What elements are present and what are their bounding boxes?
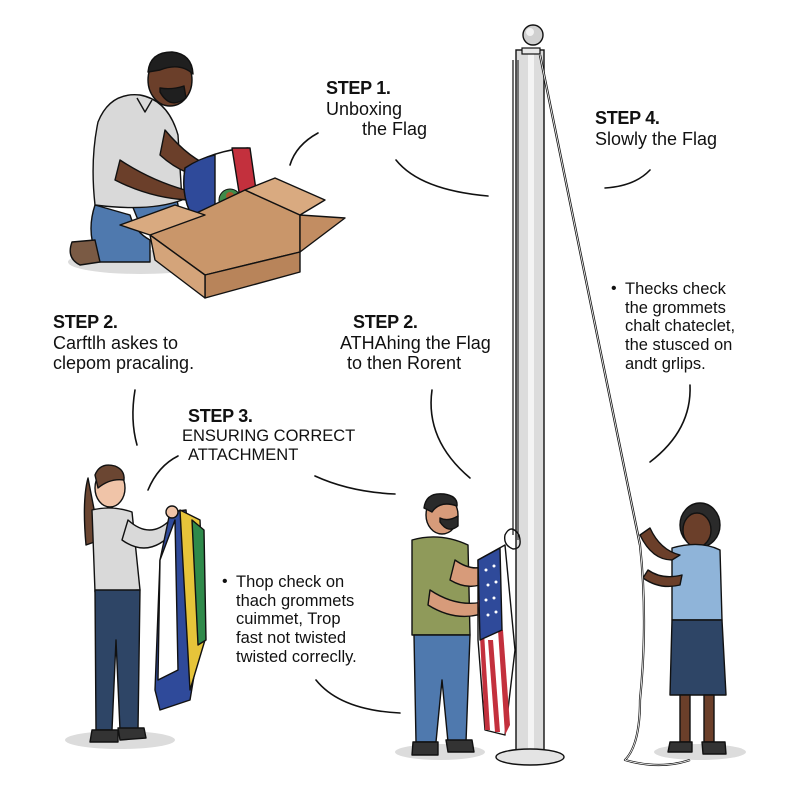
step-2a-title: STEP 2. bbox=[53, 312, 118, 332]
bullet-dot: • bbox=[611, 280, 617, 297]
step-1-label: STEP 1. Unboxing the Flag bbox=[326, 78, 427, 140]
step-3-title: STEP 3. bbox=[188, 406, 253, 426]
step-4-label: STEP 4. Slowly the Flag bbox=[595, 108, 717, 149]
step-2a-line-1: Carftlh askes to bbox=[53, 332, 179, 353]
note-right-line-5: andt grlips. bbox=[625, 354, 706, 373]
step-2b-title: STEP 2. bbox=[353, 312, 418, 332]
note-right-line-1: Thecks check bbox=[625, 280, 726, 298]
step-1-title: STEP 1. bbox=[326, 78, 391, 98]
step-1-line-2: the Flag bbox=[362, 119, 428, 140]
step-2a-line-2: clepom pracaling. bbox=[53, 353, 195, 374]
note-center: • Thop check on thach grommets cuimmet, … bbox=[222, 573, 357, 666]
step-2b-line-2: to then Rorent bbox=[347, 353, 462, 374]
step-3-label: STEP 3. ENSURING CORRECT ATTACHMENT bbox=[182, 406, 355, 465]
note-right: • Thecks check the grommets chalt chatec… bbox=[611, 280, 736, 373]
step-3-line-2: ATTACHMENT bbox=[188, 445, 299, 464]
step-1-line-1: Unboxing bbox=[326, 98, 403, 119]
step-2b-label: STEP 2. ATHAhing the Flag to then Rorent bbox=[340, 312, 491, 374]
step-3-line-1: ENSURING CORRECT bbox=[182, 426, 356, 445]
step-4-line-1: Slowly the Flag bbox=[595, 128, 718, 149]
man-attaching-flag-figure bbox=[395, 493, 516, 760]
note-center-line-2: thach grommets bbox=[236, 591, 355, 610]
step-2a-label: STEP 2. Carftlh askes to clepom pracalin… bbox=[53, 312, 194, 374]
note-center-line-5: twisted correclly. bbox=[236, 647, 357, 666]
bullet-dot: • bbox=[222, 573, 228, 590]
step-4-title: STEP 4. bbox=[595, 108, 660, 128]
flagpole bbox=[495, 24, 642, 766]
woman-holding-flag-figure bbox=[65, 464, 207, 749]
connector-lines bbox=[132, 132, 691, 714]
note-center-line-3: cuimmet, Trop bbox=[236, 610, 341, 629]
note-right-line-2: the grommets bbox=[625, 298, 726, 317]
note-center-line-4: fast not twisted bbox=[236, 628, 347, 647]
woman-pulling-rope-figure bbox=[623, 502, 746, 767]
man-unboxing-figure bbox=[68, 51, 346, 299]
note-right-line-3: chalt chateclet, bbox=[625, 317, 736, 336]
note-right-line-4: the stusced on bbox=[625, 335, 733, 354]
note-center-line-1: Thop check on bbox=[236, 573, 345, 591]
step-2b-line-1: ATHAhing the Flag bbox=[340, 332, 491, 353]
